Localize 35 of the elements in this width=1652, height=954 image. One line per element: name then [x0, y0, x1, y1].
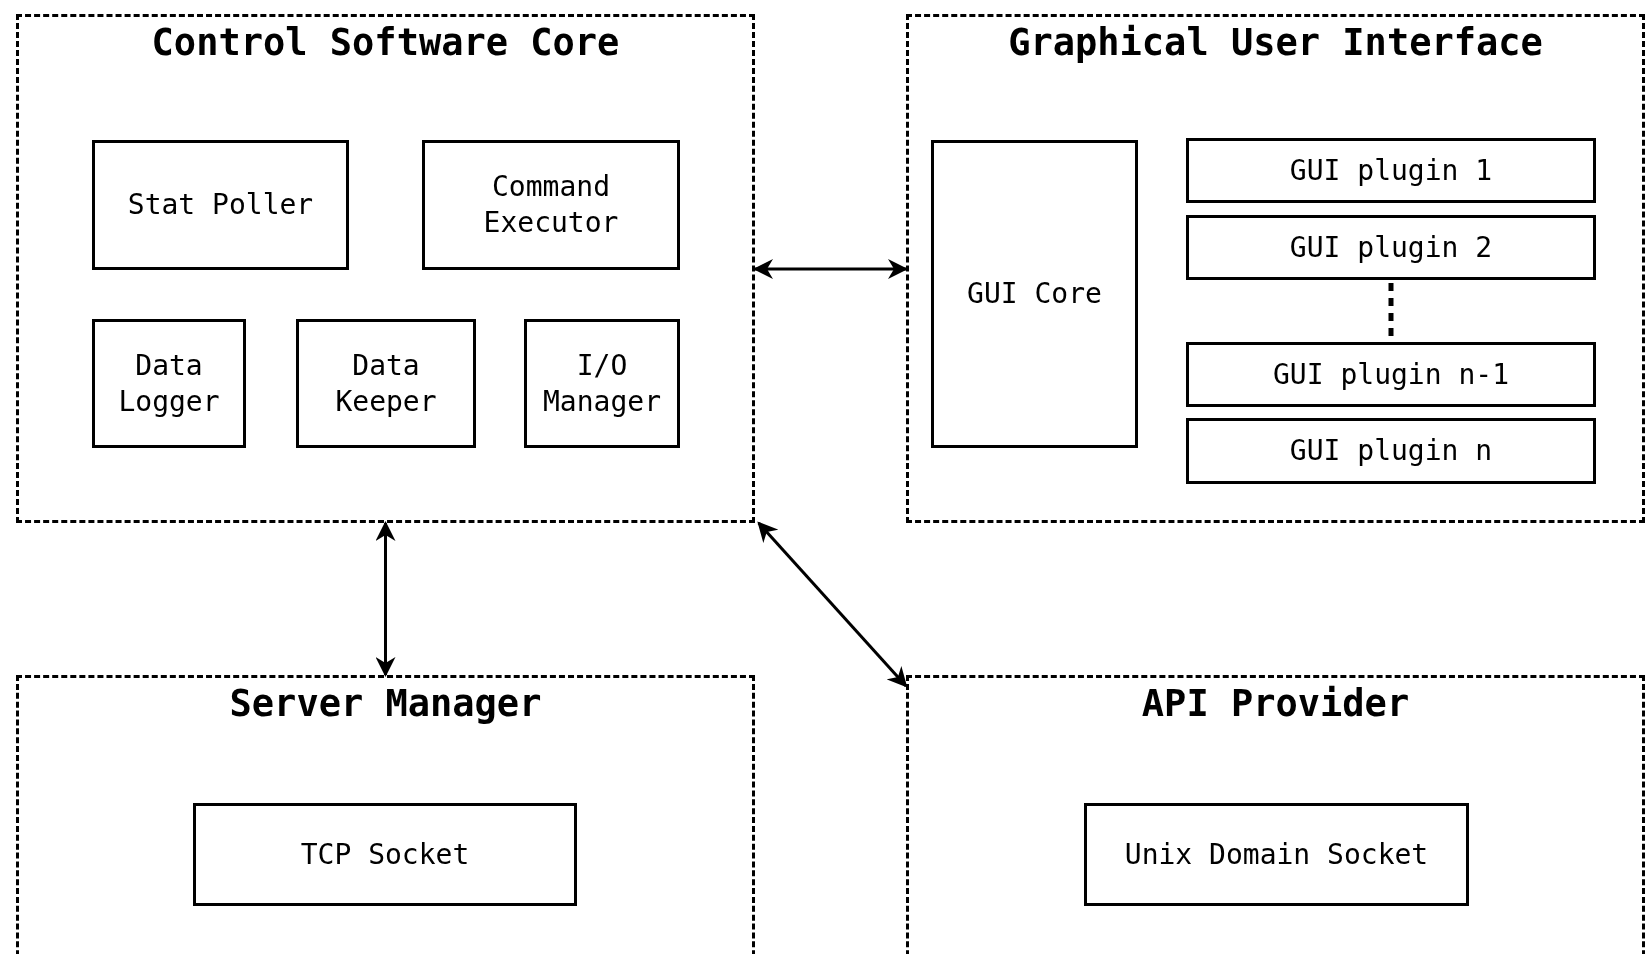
- component-box: [931, 140, 1138, 448]
- component-label: GUI plugin 2: [1288, 229, 1494, 266]
- group-title: Graphical User Interface: [1007, 21, 1544, 65]
- double-arrow: [753, 259, 908, 279]
- component-label: Command Executor: [482, 169, 620, 241]
- dashed-group-frame: [16, 14, 755, 523]
- dashed-group-frame: [16, 675, 755, 954]
- component-label: Stat Poller: [126, 187, 315, 223]
- component-box: [524, 319, 680, 448]
- component-label: TCP Socket: [299, 836, 471, 873]
- group-title: API Provider: [1140, 682, 1411, 726]
- component-box: [296, 319, 476, 448]
- component-box: [422, 140, 680, 270]
- component-box: [92, 140, 349, 270]
- double-arrow: [375, 521, 396, 677]
- component-box: [92, 319, 246, 448]
- dashed-group-frame: [906, 14, 1645, 523]
- component-label: GUI Core: [966, 276, 1103, 312]
- component-box: [193, 803, 577, 906]
- group-title: Control Software Core: [150, 21, 621, 65]
- dashed-group-frame: [906, 675, 1645, 954]
- component-box: [1186, 215, 1596, 280]
- group-title: Server Manager: [228, 682, 543, 726]
- component-label: Data Logger: [117, 347, 221, 420]
- component-label: GUI plugin n-1: [1272, 356, 1510, 393]
- double-arrow: [757, 521, 908, 688]
- component-box: [1186, 138, 1596, 203]
- component-box: [1186, 342, 1596, 407]
- component-label: Data Keeper: [334, 347, 438, 420]
- component-label: GUI plugin n: [1288, 433, 1494, 469]
- component-box: [1186, 418, 1596, 484]
- component-box: [1084, 803, 1469, 906]
- component-label: I/O Manager: [542, 347, 662, 420]
- component-label: GUI plugin 1: [1288, 152, 1494, 189]
- component-label: Unix Domain Socket: [1123, 836, 1430, 873]
